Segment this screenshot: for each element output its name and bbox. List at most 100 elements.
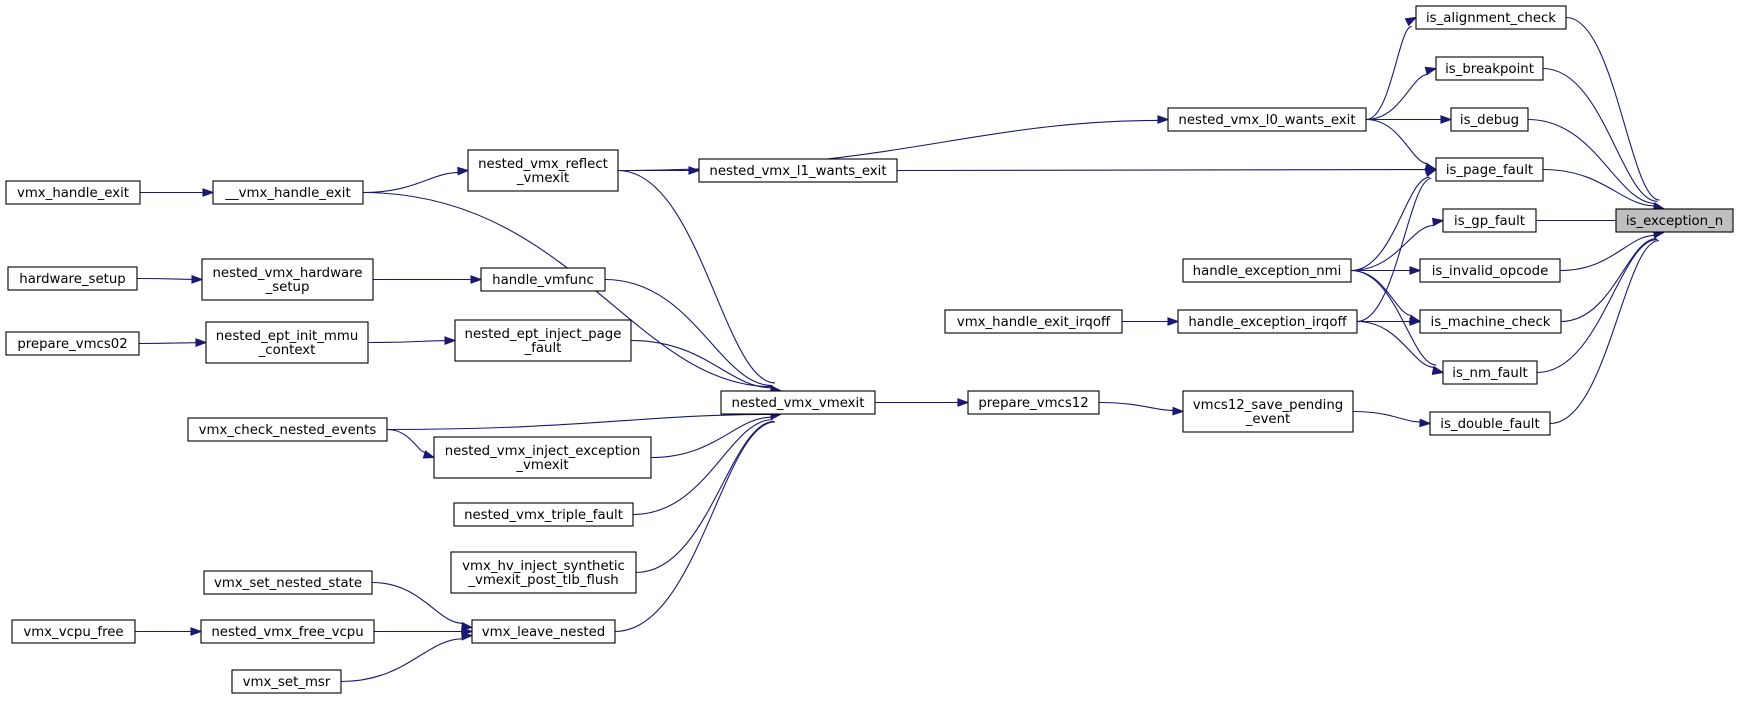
edge-line [136,277,193,280]
arrowhead [195,338,208,347]
node-is_alignment_check[interactable]: is_alignment_check [1415,5,1567,30]
node-label: is_debug [1460,113,1519,128]
node-label: nested_ept_init_mmu [216,329,359,344]
node-label: _setup [265,280,310,295]
edge-nested_vmx_l0_wants_exit-to-is_page_fault [1365,118,1438,172]
node-box [1177,309,1358,334]
arrowhead [957,398,970,407]
edge-nested_vmx_reflect_vmexit-to-nested_vmx_vmexit [617,169,783,394]
node-nested_vmx_inject_exception_vmexit[interactable]: nested_vmx_inject_exception_vmexit [433,436,652,479]
node-vmx_vcpu_free[interactable]: vmx_vcpu_free [11,619,136,644]
node-hardware_setup[interactable]: hardware_setup [7,266,138,291]
node-box [698,158,898,183]
edge-line [340,638,463,683]
node-vmx_set_nested_state[interactable]: vmx_set_nested_state [203,570,373,595]
node-box [187,417,388,442]
node-nested_vmx_reflect_vmexit[interactable]: nested_vmx_reflect_vmexit [467,149,619,192]
edge-line [614,421,775,633]
arrowhead [191,275,204,284]
node-label: is_double_fault [1440,417,1539,432]
edge-is_page_fault-to-is_exception_n [1542,168,1666,213]
edge-handle_exception_irqoff-to-is_nm_fault [1356,320,1445,376]
node-nested_vmx_vmexit[interactable]: nested_vmx_vmexit [720,390,876,415]
node-box [1442,208,1537,233]
node-prepare_vmcs02[interactable]: prepare_vmcs02 [5,331,140,356]
node-nested_vmx_triple_fault[interactable]: nested_vmx_triple_fault [453,502,634,527]
node-nested_vmx_l0_wants_exit[interactable]: nested_vmx_l0_wants_exit [1167,107,1367,132]
node-nested_ept_inject_page_fault[interactable]: nested_ept_inject_page_fault [454,319,632,362]
node-handle_vmfunc[interactable]: handle_vmfunc [480,267,606,292]
edge-line [1098,401,1174,411]
edge-handle_exception_nmi-to-is_invalid_opcode [1350,266,1422,275]
node-box [454,319,632,362]
edge-nested_ept_init_mmu_context-to-nested_ept_inject_page_fault [367,336,457,345]
node-box [5,180,141,205]
arrowhead [1167,317,1180,326]
node-label: handle_vmfunc [492,273,594,288]
node-box [1415,5,1567,30]
edge-nested_vmx_hardware_setup-to-handle_vmfunc [372,275,483,284]
node-box [480,267,606,292]
node-is_page_fault[interactable]: is_page_fault [1435,157,1544,182]
node-nested_vmx_hardware_setup[interactable]: nested_vmx_hardware_setup [201,258,374,301]
node-label: nested_vmx_hardware [213,266,363,281]
node-nested_vmx_l1_wants_exit[interactable]: nested_vmx_l1_wants_exit [698,158,898,183]
arrowhead [444,336,457,345]
node-is_double_fault[interactable]: is_double_fault [1429,411,1551,436]
node-is_nm_fault[interactable]: is_nm_fault [1442,360,1538,385]
node-vmx_leave_nested[interactable]: vmx_leave_nested [471,619,616,644]
node-label: is_invalid_opcode [1432,264,1549,279]
node-label: __vmx_handle_exit [224,186,350,201]
edge-line [650,416,772,459]
node-vmx_handle_exit[interactable]: vmx_handle_exit [5,180,141,205]
node-__vmx_handle_exit[interactable]: __vmx_handle_exit [212,180,364,205]
node-is_breakpoint[interactable]: is_breakpoint [1435,56,1544,81]
node-label: nested_vmx_inject_exception [445,444,641,459]
node-prepare_vmcs12[interactable]: prepare_vmcs12 [967,390,1100,415]
node-box [231,669,342,694]
edge-vmx_set_msr-to-vmx_leave_nested [340,631,474,683]
node-is_gp_fault[interactable]: is_gp_fault [1442,208,1537,233]
node-label: _fault [524,341,562,356]
node-box [1450,107,1529,132]
arrowhead [1404,16,1418,27]
node-label: is_exception_n [1626,214,1723,229]
edge-line [362,172,459,194]
node-label: _vmexit [516,171,569,186]
node-nested_vmx_free_vcpu[interactable]: nested_vmx_free_vcpu [200,619,375,644]
node-label: _vmexit [515,458,568,473]
node-label: handle_exception_irqoff [1188,315,1347,330]
arrowhead [1431,217,1445,227]
node-label: nested_ept_inject_page [465,327,622,342]
node-label: vmx_hv_inject_synthetic [462,559,625,574]
node-handle_exception_nmi[interactable]: handle_exception_nmi [1182,258,1352,283]
node-box [1419,309,1562,334]
arrowhead [457,166,470,176]
node-vmx_hv_inject_synthetic_vmexit_post_tlb_flush[interactable]: vmx_hv_inject_synthetic_vmexit_post_tlb_… [450,551,637,594]
edge-line [632,419,773,516]
node-vmx_check_nested_events[interactable]: vmx_check_nested_events [187,417,388,442]
arrowhead [688,166,701,175]
edge-line [1350,224,1435,272]
arrowhead [190,627,203,636]
edge-prepare_vmcs02-to-nested_ept_init_mmu_context [138,338,208,347]
node-box [467,149,619,192]
arrowhead [1431,366,1445,376]
node-box [1429,411,1551,436]
node-is_exception_n[interactable]: is_exception_n [1615,208,1734,233]
edge-line [617,169,776,384]
node-is_invalid_opcode[interactable]: is_invalid_opcode [1419,258,1561,283]
node-is_machine_check[interactable]: is_machine_check [1419,309,1562,334]
node-nested_ept_init_mmu_context[interactable]: nested_ept_init_mmu_context [205,321,369,364]
edge-vmx_check_nested_events-to-nested_vmx_inject_exception_vmexit [386,428,436,459]
node-vmx_handle_exit_irqoff[interactable]: vmx_handle_exit_irqoff [944,309,1123,334]
node-vmx_set_msr[interactable]: vmx_set_msr [231,669,342,694]
node-is_debug[interactable]: is_debug [1450,107,1529,132]
node-label: prepare_vmcs02 [17,337,127,352]
edge-is_breakpoint-to-is_exception_n [1542,67,1666,212]
node-vmcs12_save_pending_event[interactable]: vmcs12_save_pending_event [1182,390,1354,433]
node-handle_exception_irqoff[interactable]: handle_exception_irqoff [1177,309,1358,334]
edge-line [138,342,197,345]
node-box [201,258,374,301]
